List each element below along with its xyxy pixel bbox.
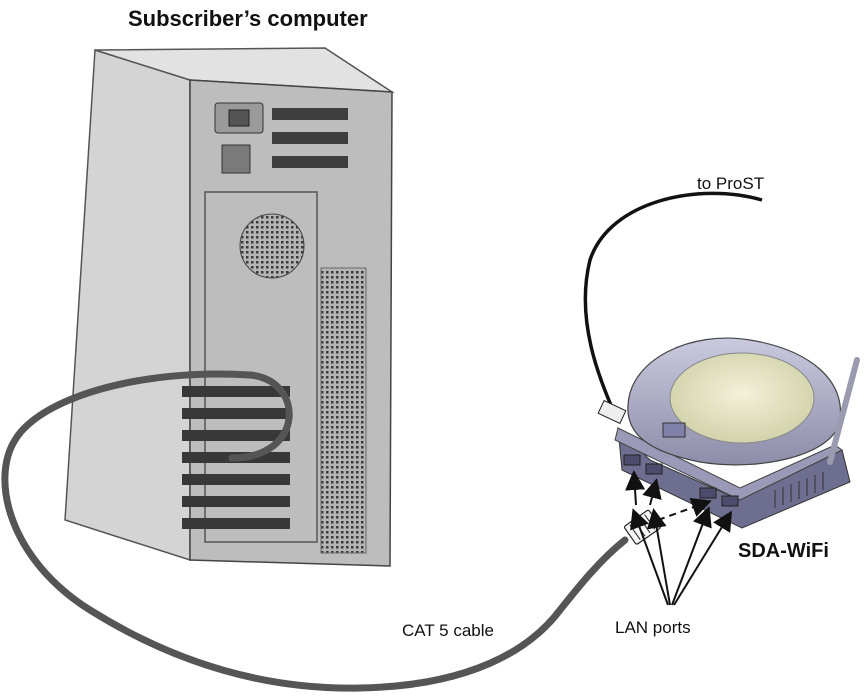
device-label: SDA-WiFi	[738, 540, 829, 563]
computer-title: Subscriber’s computer	[128, 6, 368, 32]
power-switch	[222, 145, 250, 173]
uplink-plug	[598, 401, 626, 424]
uplink-label: to ProST	[697, 174, 764, 194]
router-disc	[670, 353, 814, 443]
computer-tower	[65, 48, 392, 566]
power-socket-inner	[229, 110, 249, 126]
cable-label: CAT 5 cable	[402, 621, 494, 641]
upper-vent-grille	[272, 108, 348, 168]
router-wan-port	[663, 423, 685, 437]
lan-ports-label: LAN ports	[615, 618, 691, 638]
side-vent-grille	[321, 268, 366, 553]
tower-side	[65, 50, 190, 560]
fan-grille	[240, 214, 304, 278]
